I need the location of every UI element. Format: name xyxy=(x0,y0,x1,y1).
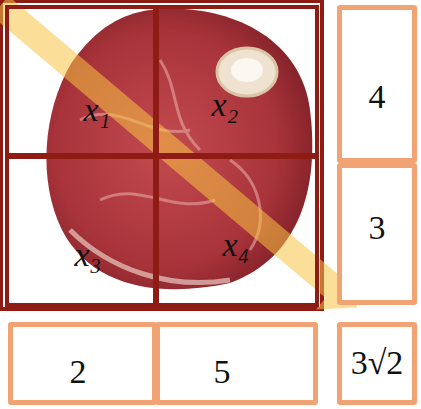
sum-value: 3 xyxy=(369,211,386,245)
diagonal-arrow xyxy=(0,0,357,309)
sum-value: 5 xyxy=(214,355,231,389)
sum-value: 4 xyxy=(369,80,386,114)
variable-label: x₃ xyxy=(75,238,102,272)
row-sum-box: 3 xyxy=(337,163,417,305)
column-sum-box: 5 xyxy=(155,322,318,405)
grid-cell: x₂ xyxy=(155,5,319,157)
sum-value: 3√2 xyxy=(351,346,404,380)
diagonal-sum-box: 3√2 xyxy=(337,322,417,405)
meat-fat xyxy=(70,230,230,283)
variable-label: x₂ xyxy=(212,88,239,122)
variable-label: x₄ xyxy=(223,228,250,262)
grid-cell: x₁ xyxy=(5,5,157,157)
column-sum-box: 2 xyxy=(8,322,157,405)
bone-marrow xyxy=(231,58,263,82)
grid-cell: x₃ xyxy=(5,155,157,307)
row-sum-box: 4 xyxy=(337,5,417,163)
variable-label: x₁ xyxy=(84,93,111,127)
grid-cell: x₄ xyxy=(155,155,319,307)
sum-value: 2 xyxy=(70,355,87,389)
